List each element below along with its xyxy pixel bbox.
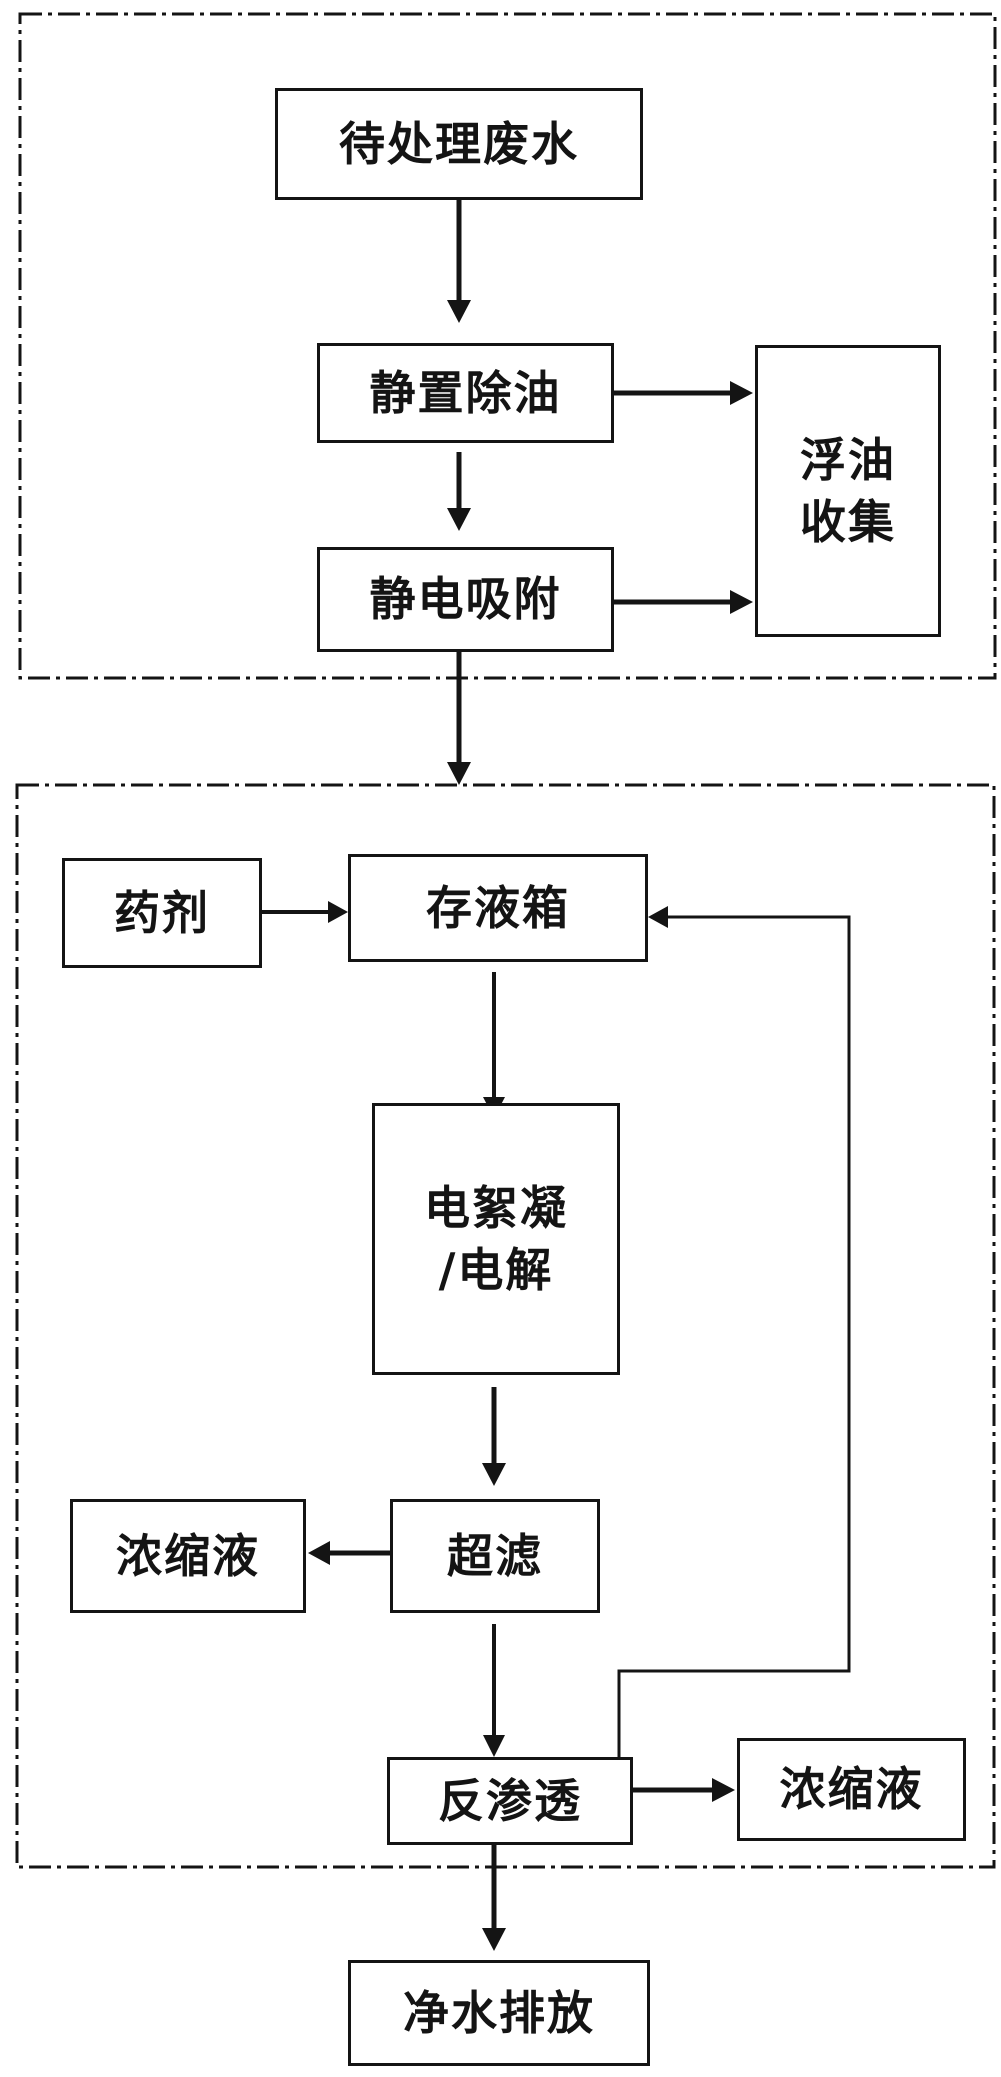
arrow-ultrafiltration-to-concentrate: [308, 1541, 390, 1565]
reverse-osmosis-box: 反渗透: [387, 1757, 633, 1845]
electrocoagulation-label-line2: /电解: [438, 1243, 554, 1297]
wastewater-input-label: 待处理废水: [339, 116, 579, 171]
electrostatic-adsorption-box: 静电吸附: [317, 547, 614, 652]
uf-concentrate-box: 浓缩液: [70, 1499, 306, 1613]
reverse-osmosis-label: 反渗透: [438, 1773, 582, 1828]
oil-collection-box: 浮油 收集: [755, 345, 941, 637]
settling-oil-removal-label: 静置除油: [369, 365, 562, 420]
ro-concentrate-box: 浓缩液: [737, 1738, 966, 1841]
arrow-storage-to-electro: [483, 972, 505, 1118]
wastewater-input-box: 待处理废水: [275, 88, 643, 200]
ultrafiltration-box: 超滤: [390, 1499, 600, 1613]
clean-water-discharge-label: 净水排放: [403, 1985, 595, 2040]
uf-concentrate-label: 浓缩液: [116, 1528, 260, 1583]
ro-concentrate-label: 浓缩液: [779, 1762, 924, 1817]
oil-collection-label-line2: 收集: [800, 495, 896, 549]
arrow-input-to-settling: [447, 200, 471, 323]
arrow-settling-to-electrostatic: [447, 452, 471, 531]
arrow-ro-to-discharge: [482, 1845, 506, 1951]
arrow-electrostatic-to-oil-collection: [614, 590, 753, 614]
electrocoagulation-label-line1: 电絮凝: [424, 1180, 568, 1235]
electrocoagulation-box: 电絮凝 /电解: [372, 1103, 620, 1375]
arrow-reagent-to-storage: [262, 901, 348, 923]
arrow-pretreatment-to-treatment: [447, 652, 471, 785]
arrow-settling-to-oil-collection: [614, 381, 753, 405]
settling-oil-removal-box: 静置除油: [317, 343, 614, 443]
oil-collection-label-line1: 浮油: [800, 432, 896, 487]
storage-tank-box: 存液箱: [348, 854, 648, 962]
reagent-label: 药剂: [114, 885, 210, 940]
treatment-group-border: [15, 783, 996, 1869]
clean-water-discharge-box: 净水排放: [348, 1960, 650, 2066]
arrow-electro-to-ultrafiltration: [482, 1387, 506, 1486]
arrow-ultrafiltration-to-ro: [483, 1624, 505, 1757]
ultrafiltration-label: 超滤: [447, 1528, 543, 1583]
recycle-line-ro-to-storage: [617, 906, 851, 1757]
reagent-box: 药剂: [62, 858, 262, 968]
arrow-ro-to-concentrate: [633, 1778, 735, 1802]
storage-tank-label: 存液箱: [426, 880, 570, 935]
electrostatic-adsorption-label: 静电吸附: [369, 572, 562, 627]
pretreatment-group-border: [18, 12, 997, 680]
